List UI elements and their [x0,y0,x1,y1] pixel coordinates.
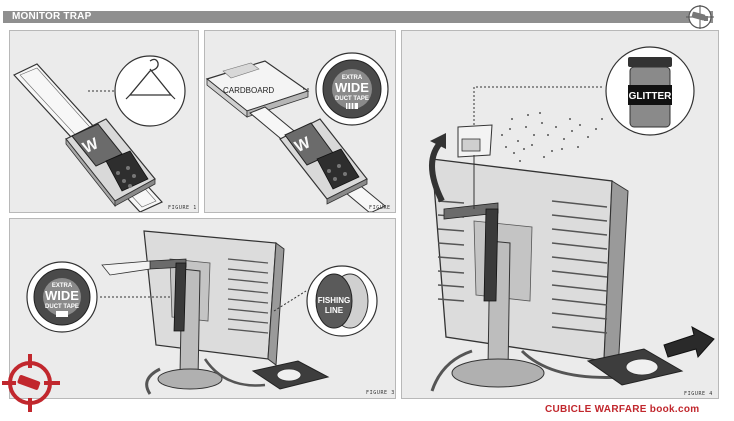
panel-figure-4: GLITTER FIGURE 4 [401,30,719,399]
figure-3-label: FIGURE 3 [366,390,395,396]
svg-text:WIDE: WIDE [335,80,369,95]
duct-tape-callout: EXTRA WIDE DUCT TAPE [26,261,98,333]
glitter-spray [501,112,603,162]
svg-text:WIDE: WIDE [45,288,79,303]
cardboard-piece [205,60,310,118]
panel-figure-3: EXTRA WIDE DUCT TAPE FISHING LINE FIGURE… [9,218,396,399]
cardboard-label: CARDBOARD [223,86,274,95]
panel-figure-1: W FIGURE 1 [9,30,199,213]
mouse-pad [586,348,684,386]
monitor [430,158,629,392]
svg-text:GLITTER: GLITTER [629,91,673,102]
page-title: MONITOR TRAP [12,11,92,22]
trap-on-monitor [443,124,499,302]
footer-brand[interactable]: CUBICLE WARFARE book.com [545,404,700,415]
crosshair-logo-icon [2,354,60,412]
figure-1-label: FIGURE 1 [168,205,197,211]
mouse-trap: W [65,118,156,208]
panel-figure-2: CARDBOARD W EXTRA WIDE DUCT TAPE FIGURE … [204,30,396,213]
svg-text:EXTRA: EXTRA [52,283,73,289]
fishing-line-callout: FISHING LINE [306,265,378,337]
mouse-pad [251,360,330,390]
figure-4-label: FIGURE 4 [684,391,713,397]
duct-tape-callout: EXTRA WIDE DUCT TAPE [315,52,389,126]
trap-on-monitor [101,258,187,332]
svg-text:LINE: LINE [325,306,344,315]
svg-text:FISHING: FISHING [318,296,350,305]
mouse-trap: W [249,106,386,212]
title-bar: MONITOR TRAP [3,11,713,23]
right-arrow-icon [663,326,715,359]
svg-text:EXTRA: EXTRA [342,75,363,81]
figure-2-label: FIGURE 2 [369,205,391,212]
svg-text:DUCT TAPE: DUCT TAPE [335,96,369,102]
svg-text:DUCT TAPE: DUCT TAPE [45,304,79,310]
security-camera-badge-icon [686,5,714,29]
hanger-callout [114,55,186,127]
glitter-callout: GLITTER [605,46,695,136]
